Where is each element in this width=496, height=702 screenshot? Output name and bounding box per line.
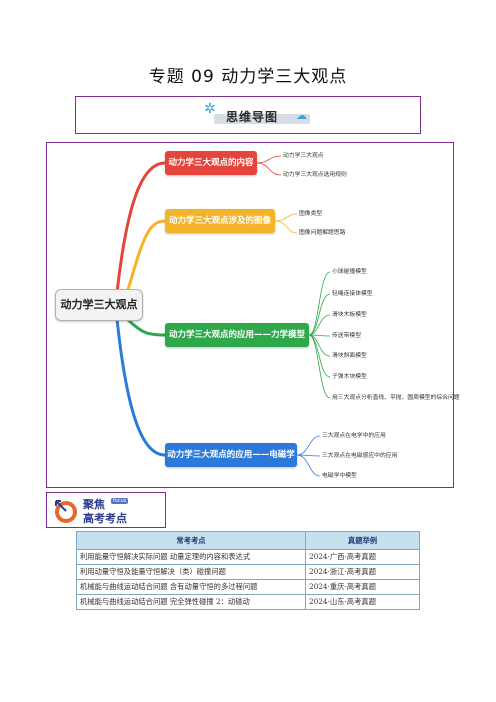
mind-map-banner: ✲ 思维导图 ☁ [75, 96, 421, 134]
table-cell: 2024·重庆·高考真题 [305, 579, 420, 595]
page-title: 专题 09 动力学三大观点 [148, 67, 348, 87]
connector-red [115, 161, 166, 294]
connector-yellow [125, 219, 166, 294]
banner-label: 思维导图 [226, 110, 279, 124]
mind-map: 动力学三大观点 动力学三大观点的内容 动力学三大观点涉及的图像 动力学三大观点的… [46, 142, 460, 488]
leaf-item: 滑块木板模型 [332, 312, 367, 318]
leaf-item: 三大观点在电学中的应用 [322, 433, 386, 439]
exam-points-table: 常考考点 真题举例 利用能量守恒解决实际问题 动量定理的内容和表达式 2024·… [76, 531, 420, 610]
leaf-item: 电磁学中模型 [322, 473, 357, 479]
focus-exam-logo: 聚焦 focus 高考考点 [46, 492, 166, 528]
mind-map-connectors [115, 155, 331, 477]
leaf-item: 三大观点在电磁感应中的应用 [322, 453, 398, 459]
connector-green [125, 317, 166, 337]
leaf-item: 用三大观点分析直线、平抛、圆周模型的综合问题 [332, 395, 460, 401]
table-row: 利用动量守恒及能量守恒解决（类）碰撞问题 2024·浙江·高考真题 [76, 564, 420, 580]
table-row: 机械能与曲线运动结合问题 含有动量守恒的多过程问题 2024·重庆·高考真题 [76, 579, 420, 595]
table-cell: 利用动量守恒及能量守恒解决（类）碰撞问题 [76, 564, 306, 580]
logo-tag: focus [111, 498, 129, 504]
branch-electromagnetism: 动力学三大观点的应用——电磁学 [165, 443, 297, 467]
table-row: 机械能与曲线运动结合问题 完全弹性碰撞 2：动碰动 2024·山东·高考真题 [76, 594, 420, 610]
banner-bar [214, 114, 310, 124]
leaf-item: 图像问题解题思路 [299, 230, 346, 236]
leaf-item: 图像类型 [299, 211, 323, 217]
table-cell: 2024·广西·高考真题 [305, 549, 420, 565]
leaf-item: 小球碰撞模型 [332, 269, 367, 275]
leaf-item: 子弹木块模型 [332, 374, 367, 380]
column-header: 常考考点 [76, 531, 306, 550]
banner-label-group: ✲ 思维导图 ☁ [184, 101, 312, 125]
cloud-icon: ☁ [296, 109, 307, 122]
table-cell: 机械能与曲线运动结合问题 完全弹性碰撞 2：动碰动 [76, 594, 306, 610]
logo-line-2: 高考考点 [83, 512, 127, 525]
table-cell: 利用能量守恒解决实际问题 动量定理的内容和表达式 [76, 549, 306, 565]
target-arrow-icon [55, 500, 77, 523]
mind-map-root: 动力学三大观点 [55, 289, 143, 321]
table-cell: 机械能与曲线运动结合问题 含有动量守恒的多过程问题 [76, 579, 306, 595]
sparkle-icon: ✲ [204, 101, 216, 117]
table-header-row: 常考考点 真题举例 [76, 531, 420, 550]
branch-content: 动力学三大观点的内容 [165, 151, 257, 175]
connector-blue [115, 318, 166, 457]
logo-line-1: 聚焦 [83, 498, 105, 511]
table-row: 利用能量守恒解决实际问题 动量定理的内容和表达式 2024·广西·高考真题 [76, 549, 420, 565]
column-header: 真题举例 [305, 531, 420, 550]
leaf-item: 动力学三大观点选用规则 [283, 172, 347, 178]
leaf-item: 传送带模型 [332, 333, 361, 339]
branch-mechanics-models: 动力学三大观点的应用——力学模型 [165, 323, 309, 347]
table-cell: 2024·浙江·高考真题 [305, 564, 420, 580]
branch-graphs: 动力学三大观点涉及的图像 [165, 209, 275, 233]
leaf-item: 滑块斜面模型 [332, 353, 367, 359]
table-cell: 2024·山东·高考真题 [305, 594, 420, 610]
leaf-item: 动力学三大观点 [283, 153, 324, 159]
leaf-item: 轻绳连接体模型 [332, 291, 373, 297]
